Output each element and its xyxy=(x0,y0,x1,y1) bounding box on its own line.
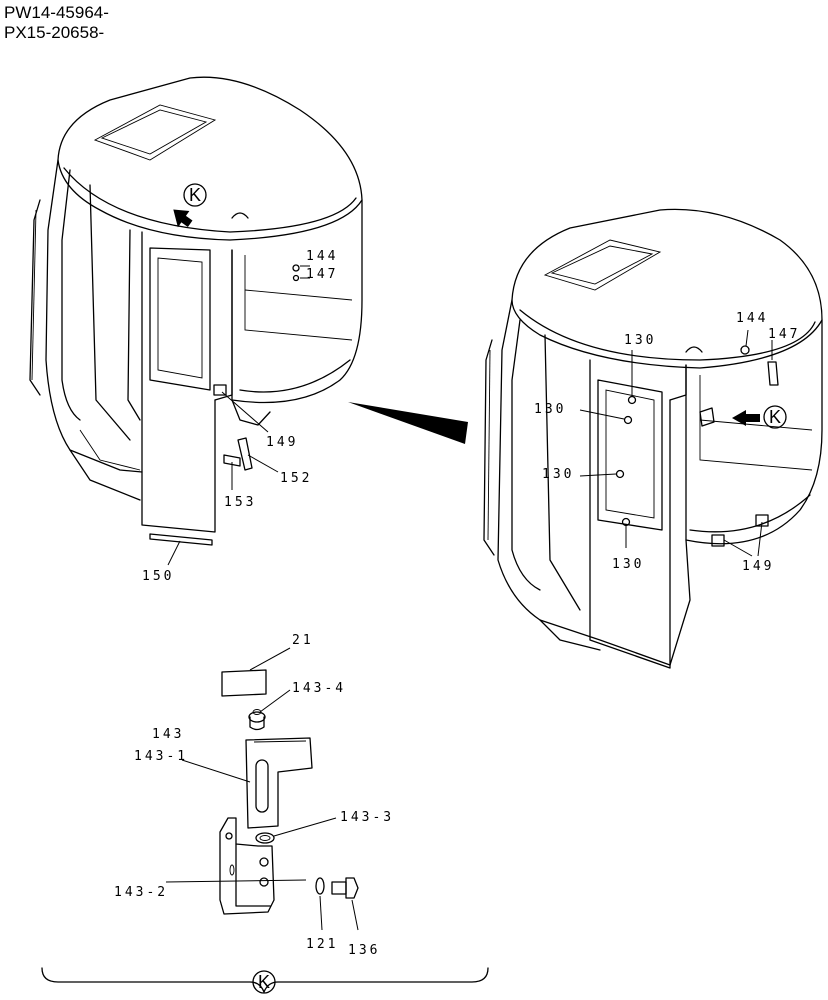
label-130-mid: 130 xyxy=(534,402,566,417)
view-k-indicator-right: K xyxy=(732,405,787,429)
part-121-washer xyxy=(315,877,325,895)
label-147-left: 147 xyxy=(306,267,338,282)
view-k-letter: K xyxy=(189,185,201,205)
part-143-4-knob xyxy=(248,709,266,731)
serial-range-2: PX15-20658- xyxy=(4,23,105,42)
cab-detail xyxy=(483,208,823,669)
view-arrow-icon xyxy=(173,209,193,228)
label-143-1: 143-1 xyxy=(134,749,188,764)
view-k-bottom-letter: K xyxy=(258,972,270,992)
exploded-view-k: K xyxy=(41,647,489,994)
label-136: 136 xyxy=(348,943,380,958)
part-143-1-bracket xyxy=(245,737,313,829)
view-k-brace xyxy=(41,967,489,993)
view-k-circle xyxy=(183,183,207,207)
label-121: 121 xyxy=(306,937,338,952)
part-143-3-clip xyxy=(255,832,275,844)
label-143-3: 143-3 xyxy=(340,810,394,825)
label-130-bottom: 130 xyxy=(612,557,644,572)
view-k-letter-right: K xyxy=(769,407,781,427)
view-k-indicator-left: K xyxy=(173,183,207,228)
part-143-2-bracket xyxy=(219,817,275,915)
label-21: 21 xyxy=(292,633,314,648)
label-143-4: 143-4 xyxy=(292,681,346,696)
serial-range-1: PW14-45964- xyxy=(4,3,109,22)
label-130-low: 130 xyxy=(542,467,574,482)
cab-overview xyxy=(29,76,363,546)
label-149-right: 149 xyxy=(742,559,774,574)
label-130-top: 130 xyxy=(624,333,656,348)
callout-pointer xyxy=(348,402,468,444)
left-leaders xyxy=(167,265,310,566)
label-143-2: 143-2 xyxy=(114,885,168,900)
label-143: 143 xyxy=(152,727,184,742)
label-152: 152 xyxy=(280,471,312,486)
label-153: 153 xyxy=(224,495,256,510)
label-150: 150 xyxy=(142,569,174,584)
label-144-right: 144 xyxy=(736,311,768,326)
label-147-right: 147 xyxy=(768,327,800,342)
right-leaders xyxy=(579,329,773,557)
label-144-left: 144 xyxy=(306,249,338,264)
label-149-left: 149 xyxy=(266,435,298,450)
part-labels: 144 147 149 152 153 150 130 130 130 130 … xyxy=(114,249,800,958)
view-k-bottom-circle xyxy=(252,970,276,994)
part-21-plate xyxy=(221,669,267,697)
view-arrow-right-icon xyxy=(732,410,760,426)
part-136-bolt xyxy=(331,877,359,899)
